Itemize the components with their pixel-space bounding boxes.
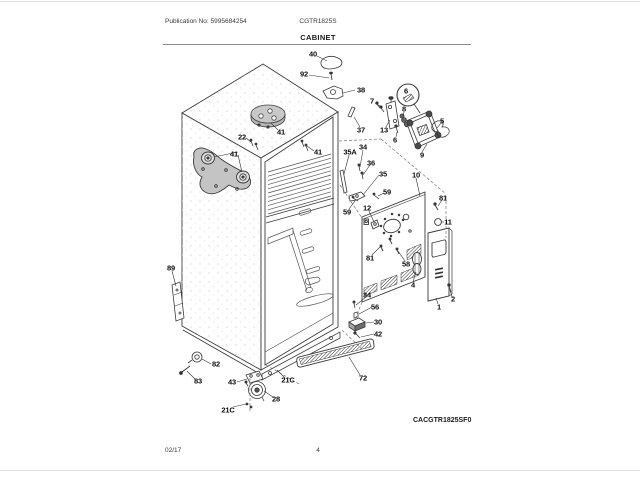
side-mount-bracket [193,147,252,195]
part-label-10: 10 [412,170,420,180]
part-label-41-disc: 41 [277,127,285,137]
rear-trim-parts [339,163,380,202]
part-label-34-top: 34 [359,142,367,152]
header-rule [163,44,471,45]
part-label-21C-right: 21C [281,375,295,385]
part-label-40: 40 [309,49,317,59]
part-label-83: 83 [194,376,202,386]
part-label-4: 4 [411,280,415,290]
part-label-8: 8 [402,104,406,114]
part-label-21C-bottom: 21C [221,405,235,415]
part-label-28: 28 [272,394,280,404]
part-label-92: 92 [300,69,308,79]
publication-number: Publication No: 5995684254 [165,18,247,25]
part-label-41-bracket: 41 [230,149,238,159]
part-label-13: 13 [380,125,388,135]
part-label-82: 82 [212,359,220,369]
section-title: CABINET [300,33,336,42]
part-label-6: 6 [393,135,397,145]
part-label-89: 89 [167,263,175,273]
part-label-35: 35 [379,169,387,179]
part-label-72: 72 [359,373,367,383]
part-label-36: 36 [367,158,375,168]
projection-lines [249,138,447,411]
rear-panel [361,191,442,303]
model-number: CGTR1825S [299,18,337,25]
hinge-cover-parts [320,56,356,118]
cabinet-screws [249,138,309,152]
drain-bracket-parts [348,300,366,339]
diagram-code: CACGTR1825SF0 [413,417,472,424]
part-label-6-balloon: 6 [404,86,408,96]
part-label-11: 11 [444,217,452,227]
part-label-9: 9 [420,150,424,160]
part-label-22: 22 [238,132,246,142]
footer-page-number: 4 [316,447,320,454]
top-grommet-disc [250,104,286,129]
part-label-81-lower: 81 [366,253,374,263]
part-label-58: 58 [402,259,410,269]
leader-lines [171,55,453,408]
part-label-35A: 35A [343,147,357,157]
part-label-38: 38 [357,85,365,95]
part-label-37: 37 [357,125,365,135]
part-label-43: 43 [228,377,236,387]
page-bottom-edge [0,470,640,471]
part-label-5: 5 [440,116,444,126]
part-label-41-screws: 41 [314,147,322,157]
part-label-1: 1 [437,302,441,312]
part-label-42: 42 [374,329,382,339]
part-label-56: 56 [371,302,379,312]
louver-cover [412,227,453,302]
part-label-12: 12 [363,203,371,213]
footer-date: 02/17 [165,447,182,454]
part-label-81-top: 81 [439,193,447,203]
part-label-2: 2 [451,294,455,304]
cabinet-interior [264,153,335,353]
part-label-30: 30 [374,317,382,327]
part-label-59-left: 59 [343,207,351,217]
page-top-edge [0,1,640,2]
part-label-59-right: 59 [383,187,391,197]
toe-grille [296,338,375,368]
leveling-parts [171,281,266,409]
compressor-assembly [375,83,450,150]
part-label-34-lower: 34 [363,290,371,300]
part-label-7: 7 [370,96,374,106]
